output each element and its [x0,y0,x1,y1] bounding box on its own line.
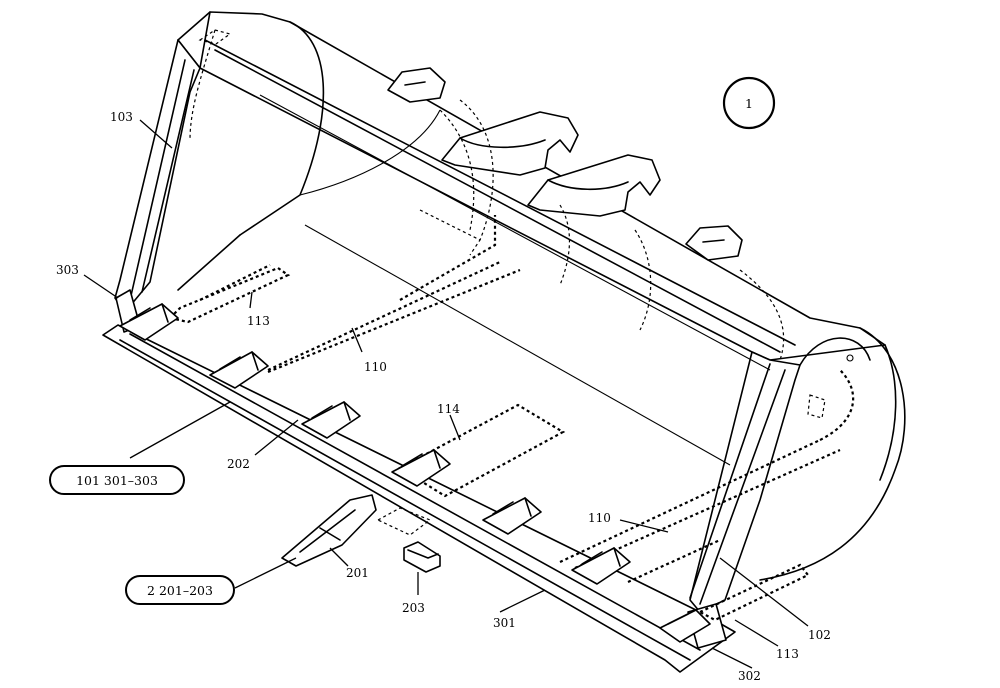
sheet-number: 1 [745,96,753,111]
left-side-plate [114,39,201,313]
bucket-top-rim [177,11,886,361]
pin-203 [403,541,441,573]
label-113-left: 113 [247,314,270,328]
label-203: 203 [402,601,425,615]
wear-strip-110-left [267,261,521,374]
wear-strip-110-right [559,439,841,570]
label-110-right: 110 [588,511,611,525]
group-callout-101-text: 101 301–303 [76,473,158,488]
cutting-edge [102,324,736,673]
label-301: 301 [493,616,516,630]
sheet-number-circle: 1 [722,76,776,130]
label-303: 303 [56,263,79,277]
wear-strip-113-left [167,266,291,324]
lug-right [685,225,743,261]
label-302: 302 [738,669,761,683]
wear-plate-114 [397,403,566,498]
label-201: 201 [346,566,369,580]
tooth-adapters [119,303,711,643]
group-callout-2-text: 2 201–203 [147,583,213,598]
group-callout-2: 2 201–203 [125,575,235,605]
lug-left [387,67,446,103]
label-110-left: 110 [364,360,387,374]
group-callout-101: 101 301–303 [49,465,185,495]
label-102: 102 [808,628,831,642]
label-114: 114 [437,402,460,416]
hook-bracket-lower [527,154,661,217]
label-103: 103 [110,110,133,124]
hook-bracket-upper [441,111,579,176]
wear-strip-113-right [697,563,810,622]
label-113-right: 113 [776,647,799,661]
label-202: 202 [227,457,250,471]
